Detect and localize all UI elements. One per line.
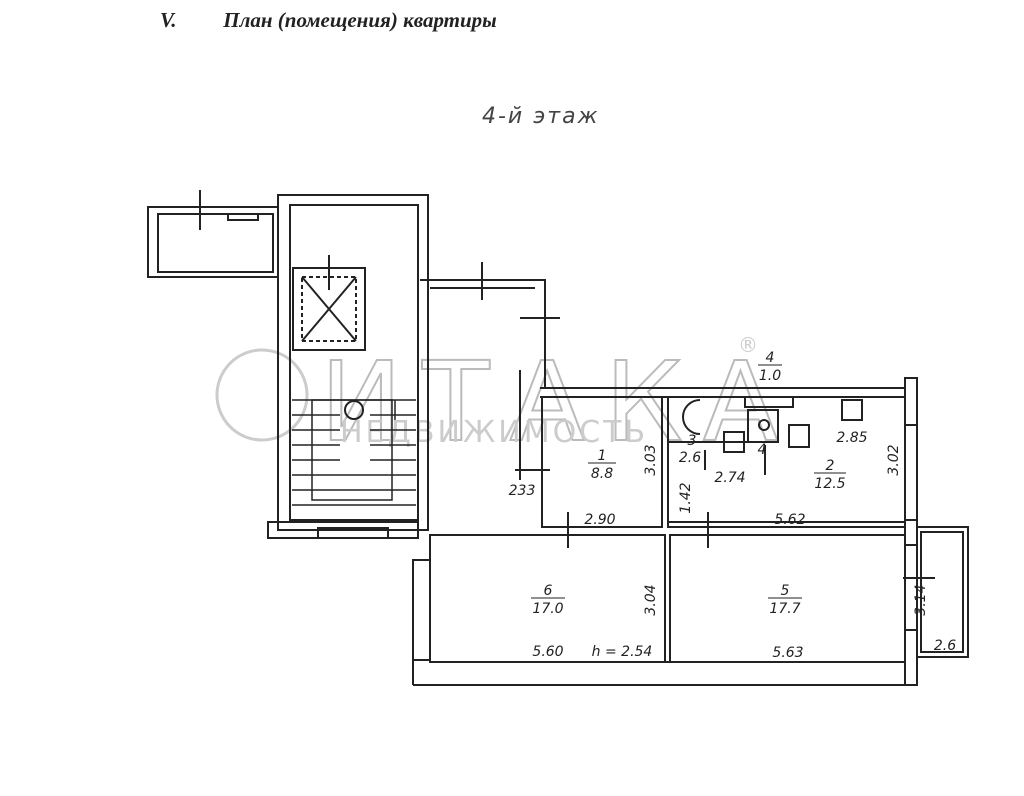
toilet-icon: [747, 409, 779, 443]
walls: [147, 190, 969, 686]
sink-icon: [723, 431, 745, 453]
ceiling-height: h = 2.54: [592, 644, 653, 660]
watermark-subtitle: НЕДВИЖИМОСТЬ: [340, 415, 648, 450]
lower-rooms-outline: [412, 534, 935, 686]
room-4-inplan-number: 4: [758, 442, 767, 458]
room-1-depth: 3.03: [643, 444, 659, 475]
room-6-area: 17.0: [532, 601, 563, 617]
room-2-depth: 3.02: [886, 444, 902, 475]
section-title: План (помещения) квартиры: [223, 8, 497, 32]
document-heading: V. План (помещения) квартиры: [160, 8, 497, 33]
room-6-width: 5.60: [532, 644, 563, 660]
room-6-number: 6: [544, 583, 553, 599]
stairs: [292, 399, 416, 506]
chute-icon: [344, 400, 364, 420]
room-4-number: 4: [766, 350, 775, 366]
sink-icon: [788, 424, 810, 448]
bathtub-icon: [682, 399, 701, 435]
room-5-depth: 3.14: [913, 584, 929, 615]
floor-label: 4-й этаж: [482, 104, 600, 129]
stove-icon: [841, 399, 863, 421]
right-balcony: [916, 526, 969, 658]
room-3-width: 2.74: [714, 470, 745, 486]
room-1-area: 8.8: [591, 466, 613, 482]
room-2-width: 5.62: [774, 512, 805, 528]
room-3-area: 2.6: [679, 450, 701, 466]
room-1-outline: [515, 396, 663, 548]
room-2-number: 2: [826, 458, 835, 474]
balcony-dim: 2.6: [934, 638, 956, 654]
room-1-width: 2.90: [584, 512, 615, 528]
elevator-shaft: [292, 255, 366, 351]
room-labels: 233 1 8.8 2.90 3.03 2 12.5 2.85 5.62 3.0…: [509, 350, 957, 661]
section-number: V.: [160, 8, 177, 32]
room-3-depth: 1.42: [678, 482, 694, 513]
room-1-number: 1: [598, 448, 607, 464]
room-5-area: 17.7: [769, 601, 800, 617]
kitchen-bath-outline: [667, 396, 906, 548]
stairwell: [267, 194, 429, 539]
room-6-depth: 3.04: [643, 584, 659, 615]
room-2-extra-dim: 2.85: [836, 430, 867, 446]
watermark-registered: ®: [738, 333, 761, 357]
room-3-number: 3: [688, 433, 697, 449]
window: [904, 424, 918, 521]
room-4-area: 1.0: [759, 368, 781, 384]
left-balcony: [147, 190, 279, 278]
corridor: [420, 262, 560, 480]
room-2-area: 12.5: [814, 476, 845, 492]
watermark-logo-circle: [215, 348, 309, 442]
room-5-width: 5.63: [772, 645, 803, 661]
room-5-number: 5: [781, 583, 790, 599]
corridor-dim: 233: [509, 483, 536, 499]
